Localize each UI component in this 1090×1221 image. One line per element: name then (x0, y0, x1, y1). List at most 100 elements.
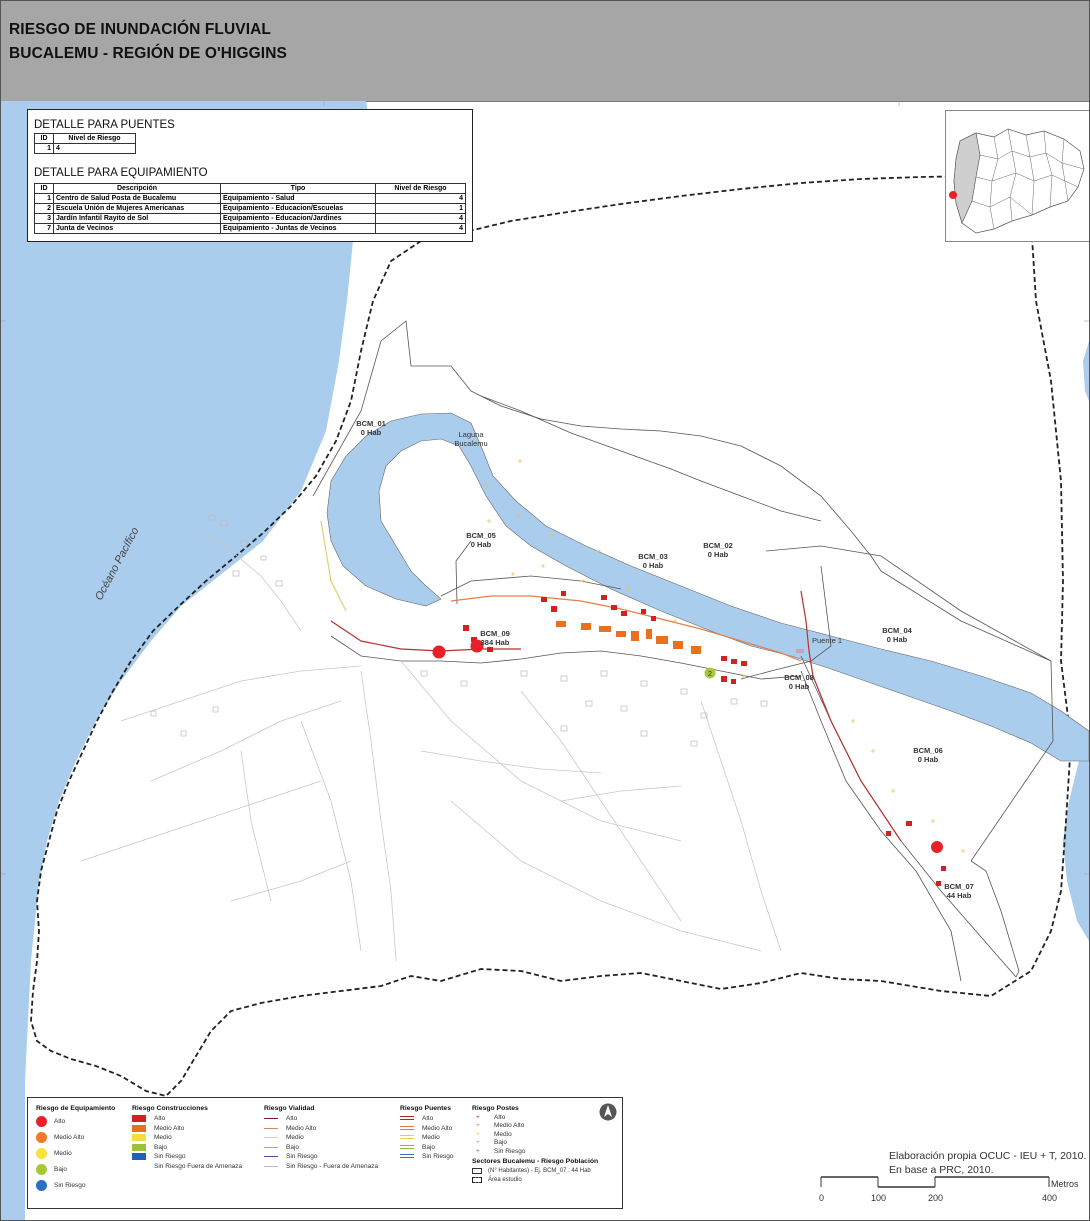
legend-item: Sin Riesgo (36, 1178, 126, 1194)
legend-line (264, 1137, 278, 1138)
map-credit: Elaboración propia OCUC - IEU + T, 2010.… (889, 1149, 1086, 1177)
sector-hab-bcm02: 0 Hab (708, 550, 729, 559)
ocean-water-east (1063, 731, 1089, 941)
legend-puentes: Riesgo Puentes Alto Medio Alto Medio Baj… (400, 1105, 470, 1162)
scale-unit: Metros (1051, 1179, 1079, 1189)
legend-item: +Alto (476, 1114, 506, 1121)
legend-sectores-title: Sectores Bucalemu - Riesgo Población (472, 1157, 599, 1165)
north-arrow-icon (599, 1103, 617, 1121)
equip-cell: Equipamiento - Educacion/Escuelas (220, 203, 376, 214)
legend-item: +Medio (476, 1130, 512, 1138)
plus-icon: + (476, 1130, 480, 1138)
legend-swatch (132, 1115, 146, 1122)
legend-item: Medio (400, 1133, 470, 1143)
legend-item: +Sin Riesgo (476, 1147, 526, 1155)
legend-bridge-icon (400, 1154, 414, 1158)
sector-hab-bcm05: 0 Hab (471, 540, 492, 549)
equip-cell: 1 (375, 203, 466, 214)
legend-vialidad: Riesgo Vialidad Alto Medio Alto Medio Ba… (264, 1105, 394, 1171)
ocean-water (1, 101, 371, 1220)
equip-cell: 4 (375, 223, 466, 234)
legend-swatch (132, 1162, 146, 1170)
map-title-line2: BUCALEMU - REGIÓN DE O'HIGGINS (9, 45, 287, 62)
detalle-puentes-title: DETALLE PARA PUENTES (34, 119, 175, 131)
legend-bridge-icon (400, 1144, 414, 1149)
sector-name-bcm08: BCM_08 (784, 673, 814, 682)
sector-hab-bcm06: 0 Hab (918, 755, 939, 764)
equip-cell: 3 (34, 213, 54, 224)
legend-item: Medio Alto (264, 1124, 394, 1134)
legend-line (264, 1165, 278, 1167)
legend-line (264, 1156, 278, 1157)
equipment-marker-bajo[interactable] (704, 667, 716, 679)
marker-2-label: 2 (708, 669, 712, 678)
locator-inset-map (945, 110, 1089, 242)
legend-swatch (132, 1143, 146, 1151)
legend-swatch (132, 1124, 146, 1132)
buildings-risk (463, 591, 946, 886)
legend-swatch (132, 1153, 146, 1160)
legend-vialidad-title: Riesgo Vialidad (264, 1105, 315, 1112)
legend-equipamiento: Riesgo de Equipamiento Alto Medio Alto M… (36, 1105, 126, 1194)
legend-item: Sin Riesgo Fuera de Amenaza (132, 1162, 262, 1172)
map-header: RIESGO DE INUNDACIÓN FLUVIAL BUCALEMU - … (1, 1, 1089, 102)
equipment-marker-alto-1[interactable] (432, 645, 446, 659)
ocean-water-east-2 (1083, 341, 1089, 401)
credit-line1: Elaboración propia OCUC - IEU + T, 2010. (889, 1150, 1087, 1162)
sector-boundaries (312, 320, 1054, 982)
map-legend: Riesgo de Equipamiento Alto Medio Alto M… (27, 1097, 623, 1209)
puentes-table: ID Nivel de Riesgo 1 4 (34, 133, 136, 154)
legend-item: Medio Alto (400, 1124, 470, 1134)
legend-bridge-icon (400, 1125, 414, 1130)
puentes-cell: 1 (34, 143, 54, 154)
legend-construcciones-title: Riesgo Construcciones (132, 1105, 208, 1112)
postes-markers (485, 459, 965, 853)
legend-bridge-icon (400, 1135, 414, 1139)
detail-panel: DETALLE PARA PUENTES ID Nivel de Riesgo … (27, 109, 473, 242)
legend-line (264, 1127, 278, 1129)
legend-item: (N° Habitantes) - Ej. BCM_07 : 44 Hab (472, 1167, 620, 1176)
sector-name-bcm03: BCM_03 (638, 552, 668, 561)
comuna-lines (961, 128, 1085, 230)
legend-item: Bajo (36, 1162, 126, 1178)
scale-bar: 0 100 200 400 Metros (811, 1173, 1081, 1218)
legend-postes-title: Riesgo Postes (472, 1105, 519, 1112)
scale-tick-0: 0 (819, 1193, 825, 1203)
study-area-boundary (30, 175, 1072, 1097)
equip-col-nivel: Nivel de Riesgo (375, 183, 466, 194)
legend-sector-swatch (472, 1167, 482, 1174)
scale-bar-graphic (820, 1176, 1050, 1188)
legend-item: Bajo (132, 1143, 262, 1153)
scale-tick-200: 200 (928, 1193, 944, 1203)
sector-hab-bcm04: 0 Hab (887, 635, 908, 644)
plus-icon: + (476, 1147, 480, 1155)
locator-map-svg (949, 128, 1085, 234)
equip-cell: Equipamiento - Juntas de Vecinos (220, 223, 376, 234)
legend-item: +Bajo (476, 1139, 508, 1147)
legend-item: Sin Riesgo - Fuera de Amenaza (264, 1162, 394, 1172)
sector-name-bcm07: BCM_07 (944, 882, 974, 891)
equip-cell: Equipamiento - Salud (220, 193, 376, 204)
plus-icon: + (476, 1139, 480, 1147)
equipment-marker-alto-2[interactable] (470, 639, 484, 653)
equipment-marker-alto-3[interactable] (931, 841, 943, 853)
equip-cell: 7 (34, 223, 54, 234)
table-row: 7 Junta de Vecinos Equipamiento - Juntas… (34, 223, 466, 234)
legend-dot-icon (36, 1116, 47, 1127)
equip-col-descripcion: Descripción (53, 183, 221, 194)
sector-labels: BCM_01 0 Hab BCM_05 0 Hab BCM_03 0 Hab B… (356, 419, 974, 900)
equip-cell: 1 (34, 193, 54, 204)
legend-item: Alto (36, 1114, 126, 1130)
legend-dot-icon (36, 1148, 47, 1159)
equip-cell: Escuela Unión de Mujeres Americanas (53, 203, 221, 214)
sector-hab-bcm09: 384 Hab (481, 638, 510, 647)
legend-item: Sin Riesgo (132, 1152, 262, 1162)
map-canvas[interactable]: 2 Océano Pacífico Laguna Bucalemu Puente… (1, 101, 1089, 1220)
table-row: 1 4 (34, 143, 136, 154)
roads-network (80, 530, 782, 962)
legend-item: Bajo (264, 1143, 394, 1153)
equip-cell: 4 (375, 213, 466, 224)
legend-item: Sin Riesgo (400, 1152, 470, 1162)
equip-cell: Centro de Salud Posta de Bucalemu (53, 193, 221, 204)
equip-col-tipo: Tipo (220, 183, 376, 194)
